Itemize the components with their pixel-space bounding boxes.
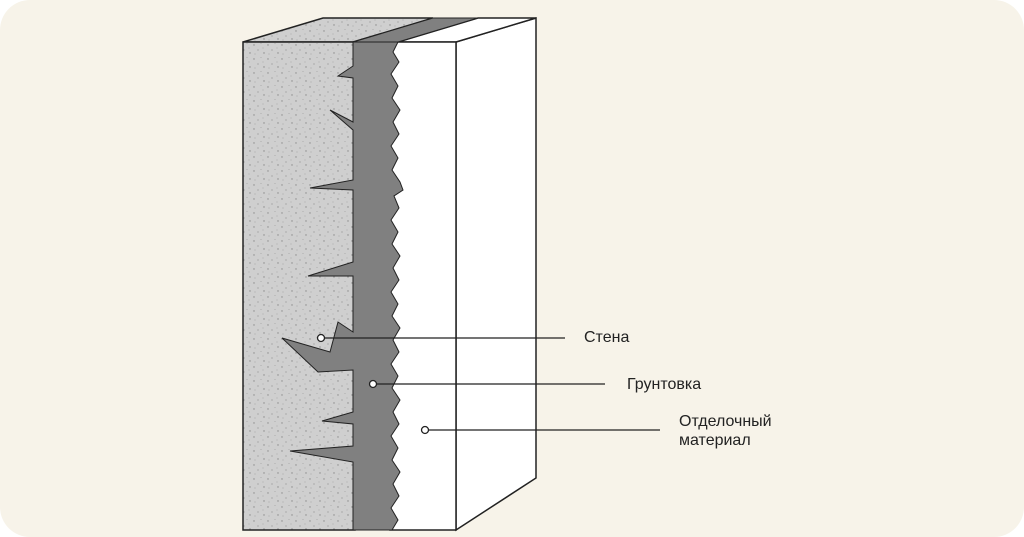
marker-finish (420, 425, 430, 435)
label-finish-material: Отделочный материал (679, 412, 772, 450)
label-wall-text: Стена (584, 329, 630, 346)
primer-layer (281, 41, 404, 531)
finish-front-face (389, 41, 457, 531)
label-primer: Грунтовка (627, 375, 701, 394)
label-finish-line1: Отделочный (679, 413, 772, 430)
marker-primer (368, 379, 378, 389)
label-primer-text: Грунтовка (627, 376, 702, 393)
label-wall: Стена (584, 328, 629, 347)
marker-wall (316, 333, 326, 343)
finish-side-face (455, 16, 537, 532)
label-finish-line2: материал (679, 432, 751, 449)
